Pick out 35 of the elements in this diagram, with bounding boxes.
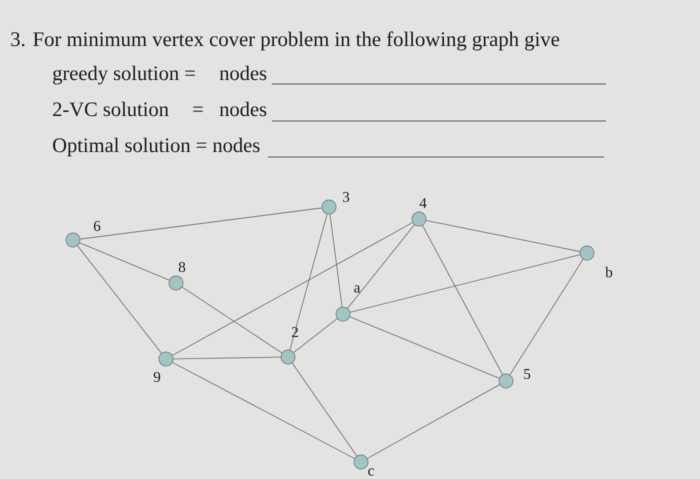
graph-edge xyxy=(77,245,162,354)
vertex-label: 3 xyxy=(342,192,350,202)
graph-edge xyxy=(422,225,503,375)
graph-edge xyxy=(510,258,584,376)
graph-edge xyxy=(290,214,328,350)
vertex-label: 5 xyxy=(524,369,530,379)
vertex-label: 4 xyxy=(420,198,427,208)
graph-edge xyxy=(80,208,322,240)
graph-edge xyxy=(79,242,170,281)
vertex-label: b xyxy=(605,266,612,278)
answer-prompt: nodes xyxy=(220,66,266,80)
graph-edge xyxy=(172,356,282,360)
graph-edge xyxy=(367,384,500,459)
answer-prompt: 2-VC solution xyxy=(53,102,169,116)
graph-edge xyxy=(172,222,413,356)
graph-edge xyxy=(292,362,358,456)
graph-edge xyxy=(182,286,282,354)
graph-edge xyxy=(347,224,415,309)
vertex-label: 9 xyxy=(154,372,160,382)
graph-edge xyxy=(426,220,580,252)
equals-sign: = xyxy=(193,106,203,112)
graph-edge xyxy=(349,316,500,379)
answer-prompt: nodes xyxy=(220,102,266,116)
question-text: 3. For minimum vertex cover problem in the following graph give xyxy=(11,31,560,50)
vertex-label: a xyxy=(354,285,360,293)
graph-edge xyxy=(293,318,338,353)
vertex-label: 2 xyxy=(292,327,298,337)
vertex-label: c xyxy=(368,468,374,476)
vertex-label: 6 xyxy=(94,220,100,232)
answer-prompt: greedy solution = xyxy=(53,66,195,84)
vertex-label: 8 xyxy=(178,262,186,272)
graph-edge xyxy=(172,362,355,459)
answer-prompt: Optimal solution = nodes xyxy=(53,138,260,156)
graph-edge xyxy=(350,254,580,313)
graph-edge xyxy=(330,214,342,308)
